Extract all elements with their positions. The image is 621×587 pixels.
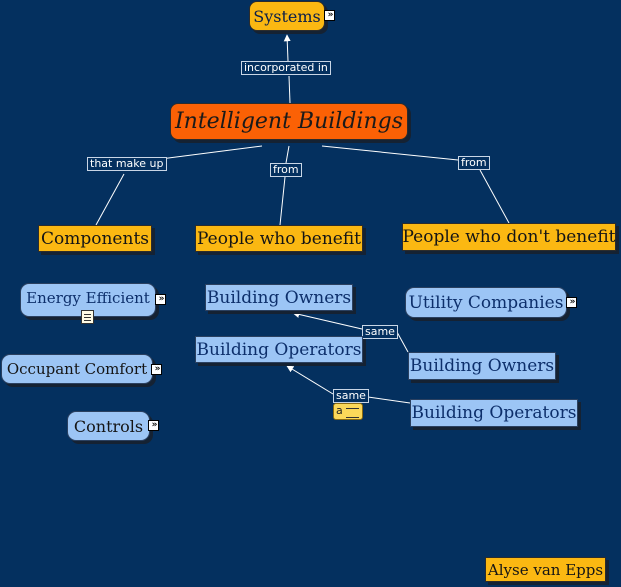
link-same1-left <box>292 311 363 330</box>
expand-icon[interactable]: » <box>566 297 577 308</box>
concept-controls[interactable]: Controls <box>67 411 150 441</box>
link-label-from-benefit: from <box>270 163 302 177</box>
concept-systems[interactable]: Systems <box>249 1 325 31</box>
concept-building-operators-benefit-label: Building Operators <box>196 339 362 360</box>
concept-people-who-dont-benefit-label: People who don't benefit <box>402 227 616 247</box>
link-label-incorporated-in: incorporated in <box>241 61 331 75</box>
concept-intelligent-buildings[interactable]: Intelligent Buildings <box>170 103 408 140</box>
link-from2-lower <box>479 169 510 224</box>
link-same1-right <box>396 331 409 353</box>
concept-intelligent-buildings-label: Intelligent Buildings <box>174 109 403 134</box>
author-credit: Alyse van Epps <box>485 557 606 582</box>
concept-controls-label: Controls <box>73 416 144 436</box>
link-label-same-operators: same <box>333 389 369 403</box>
link-label-from-dont-benefit: from <box>458 156 490 170</box>
link-from2-upper <box>321 145 459 161</box>
concept-building-owners-benefit[interactable]: Building Owners <box>205 284 353 311</box>
concept-building-operators-dont-benefit[interactable]: Building Operators <box>410 399 578 427</box>
concept-occupant-comfort-label: Occupant Comfort <box>6 360 148 378</box>
author-credit-label: Alyse van Epps <box>487 560 604 579</box>
concept-components[interactable]: Components <box>38 225 152 252</box>
concept-energy-efficient-label: Energy Efficient <box>26 289 150 307</box>
concept-building-operators-dont-benefit-label: Building Operators <box>411 403 577 423</box>
annotation-icon[interactable]: a <box>333 403 363 420</box>
concept-building-operators-benefit[interactable]: Building Operators <box>195 336 363 363</box>
link-make-up-lower <box>95 173 125 226</box>
concept-people-who-benefit[interactable]: People who benefit <box>195 225 363 252</box>
concept-building-owners-benefit-label: Building Owners <box>206 287 352 308</box>
link-from1-upper <box>285 145 290 164</box>
link-incorporated-upper <box>283 34 291 62</box>
document-icon[interactable] <box>81 310 94 324</box>
link-label-same-owners: same <box>362 325 398 339</box>
link-incorporated-lower <box>288 75 291 104</box>
expand-icon[interactable]: » <box>155 294 166 305</box>
link-same2-right <box>367 396 411 404</box>
concept-building-owners-dont-benefit[interactable]: Building Owners <box>408 352 556 380</box>
expand-icon[interactable]: » <box>151 364 162 375</box>
annotation-icon-glyph: a <box>336 404 343 417</box>
concept-utility-companies-label: Utility Companies <box>408 292 564 313</box>
link-same2-left <box>286 365 334 395</box>
expand-icon[interactable]: » <box>324 10 335 21</box>
concept-systems-label: Systems <box>253 6 321 26</box>
concept-building-owners-dont-benefit-label: Building Owners <box>409 356 555 376</box>
concept-people-who-benefit-label: People who benefit <box>196 228 361 249</box>
link-from1-lower <box>279 176 286 226</box>
concept-utility-companies[interactable]: Utility Companies <box>405 287 567 318</box>
concept-people-who-dont-benefit[interactable]: People who don't benefit <box>402 223 616 251</box>
expand-icon[interactable]: » <box>148 420 159 431</box>
link-label-that-make-up: that make up <box>87 157 167 171</box>
concept-occupant-comfort[interactable]: Occupant Comfort <box>1 354 153 384</box>
concept-components-label: Components <box>41 228 149 249</box>
